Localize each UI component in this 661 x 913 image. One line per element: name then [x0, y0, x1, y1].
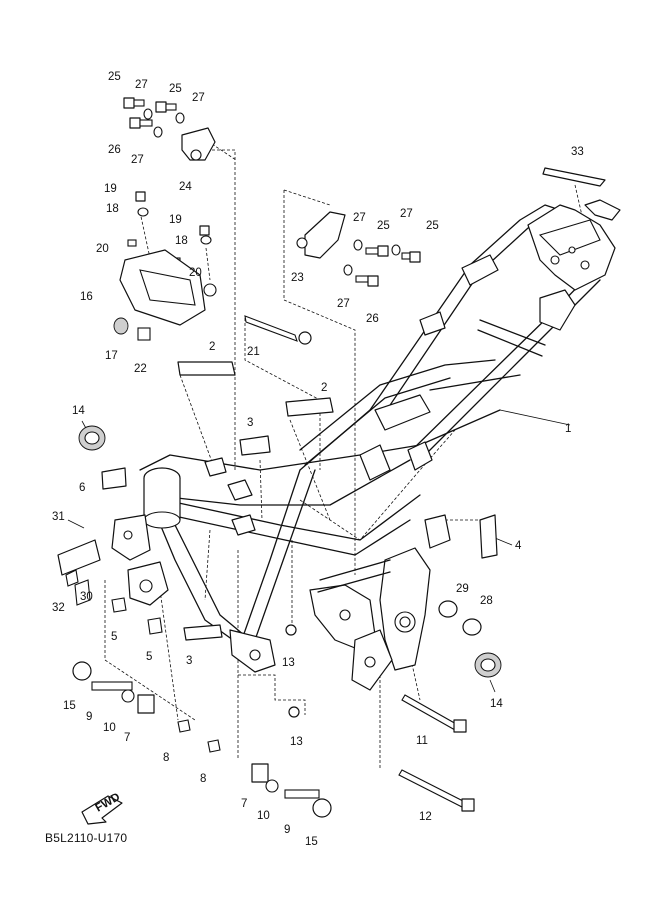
callout-7: 7 [124, 732, 130, 744]
band-21 [244, 315, 312, 345]
callout-15: 15 [305, 836, 318, 848]
callout-27: 27 [400, 208, 413, 220]
callout-9: 9 [284, 824, 290, 836]
callout-25: 25 [426, 220, 439, 232]
callout-27: 27 [131, 154, 144, 166]
callout-16: 16 [80, 291, 93, 303]
bushing-14-right [474, 652, 502, 678]
callout-20: 20 [96, 243, 109, 255]
callout-25: 25 [169, 83, 182, 95]
bolt-set-right [296, 211, 421, 287]
callout-13: 13 [282, 657, 295, 669]
callout-27: 27 [135, 79, 148, 91]
callout-8: 8 [200, 773, 206, 785]
callout-5: 5 [111, 631, 117, 643]
callout-17: 17 [105, 350, 118, 362]
callout-23: 23 [291, 272, 304, 284]
fwd-arrow: FWD [81, 791, 123, 825]
callout-22: 22 [134, 363, 147, 375]
loose-parts: FWD [57, 97, 606, 825]
callout-32: 32 [52, 602, 65, 614]
callout-15: 15 [63, 700, 76, 712]
callout-3: 3 [247, 417, 253, 429]
callout-8: 8 [163, 752, 169, 764]
callout-1: 1 [565, 423, 571, 435]
callout-18: 18 [106, 203, 119, 215]
bolt-set-top-left [123, 97, 216, 161]
callout-6: 6 [79, 482, 85, 494]
callout-2: 2 [209, 341, 215, 353]
callout-10: 10 [103, 722, 116, 734]
callout-7: 7 [241, 798, 247, 810]
callout-12: 12 [419, 811, 432, 823]
diagram-code: B5L2110-U170 [45, 831, 128, 845]
callout-3: 3 [186, 655, 192, 667]
callout-14: 14 [72, 405, 85, 417]
callout-10: 10 [257, 810, 270, 822]
callout-9: 9 [86, 711, 92, 723]
callout-20: 20 [189, 267, 202, 279]
leader-lines [67, 143, 584, 770]
callout-27: 27 [353, 212, 366, 224]
callout-5: 5 [146, 651, 152, 663]
callout-30: 30 [80, 591, 93, 603]
callout-21: 21 [247, 346, 260, 358]
callout-29: 29 [456, 583, 469, 595]
callout-27: 27 [192, 92, 205, 104]
callout-25: 25 [108, 71, 121, 83]
bushing-14-left [78, 425, 106, 451]
callout-24: 24 [179, 181, 192, 193]
callout-31: 31 [52, 511, 65, 523]
callout-27: 27 [337, 298, 350, 310]
callout-14: 14 [490, 698, 503, 710]
callout-26: 26 [366, 313, 379, 325]
callout-2: 2 [321, 382, 327, 394]
callout-numbers: 1 2 2 3 3 4 5 5 6 7 7 8 8 9 9 10 10 11 1… [52, 71, 584, 848]
callout-26: 26 [108, 144, 121, 156]
callout-11: 11 [416, 735, 428, 747]
bracket-16-assembly [113, 191, 217, 341]
callout-18: 18 [175, 235, 188, 247]
callout-13: 13 [290, 736, 303, 748]
callout-19: 19 [104, 183, 117, 195]
callout-28: 28 [480, 595, 493, 607]
callout-4: 4 [515, 540, 522, 552]
main-frame [111, 199, 621, 691]
callout-19: 19 [169, 214, 182, 226]
callout-25: 25 [377, 220, 390, 232]
callout-33: 33 [571, 146, 584, 158]
